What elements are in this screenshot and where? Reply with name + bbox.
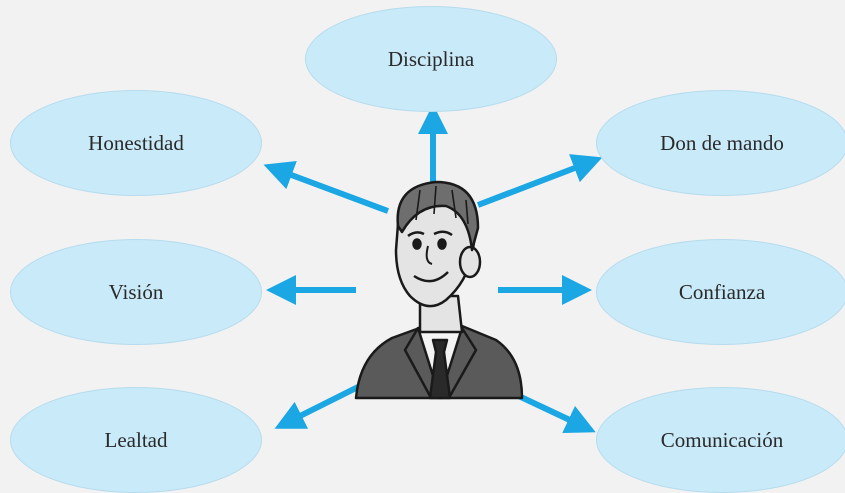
bubble-lealtad: Lealtad <box>10 387 262 493</box>
bubble-label: Honestidad <box>88 130 184 155</box>
bubble-label: Visión <box>108 279 164 304</box>
arrow-to-lealtad <box>274 380 368 429</box>
bubble-label: Disciplina <box>387 46 475 71</box>
bubble-label: Lealtad <box>104 427 168 452</box>
bubble-don-de-mando: Don de mando <box>596 90 845 196</box>
bubble-disciplina: Disciplina <box>305 6 557 112</box>
bubble-label: Don de mando <box>660 130 784 155</box>
bubble-confianza: Confianza <box>596 239 845 345</box>
bubble-honestidad: Honestidad <box>10 90 262 196</box>
businessman-illustration <box>354 180 524 400</box>
arrow-to-don <box>476 154 603 208</box>
bubble-vision: Visión <box>10 239 262 345</box>
bubble-comunicacion: Comunicación <box>596 387 845 493</box>
arrow-to-honestidad <box>263 161 390 214</box>
bubble-label: Comunicación <box>660 427 784 452</box>
bubble-label: Confianza <box>678 279 766 304</box>
